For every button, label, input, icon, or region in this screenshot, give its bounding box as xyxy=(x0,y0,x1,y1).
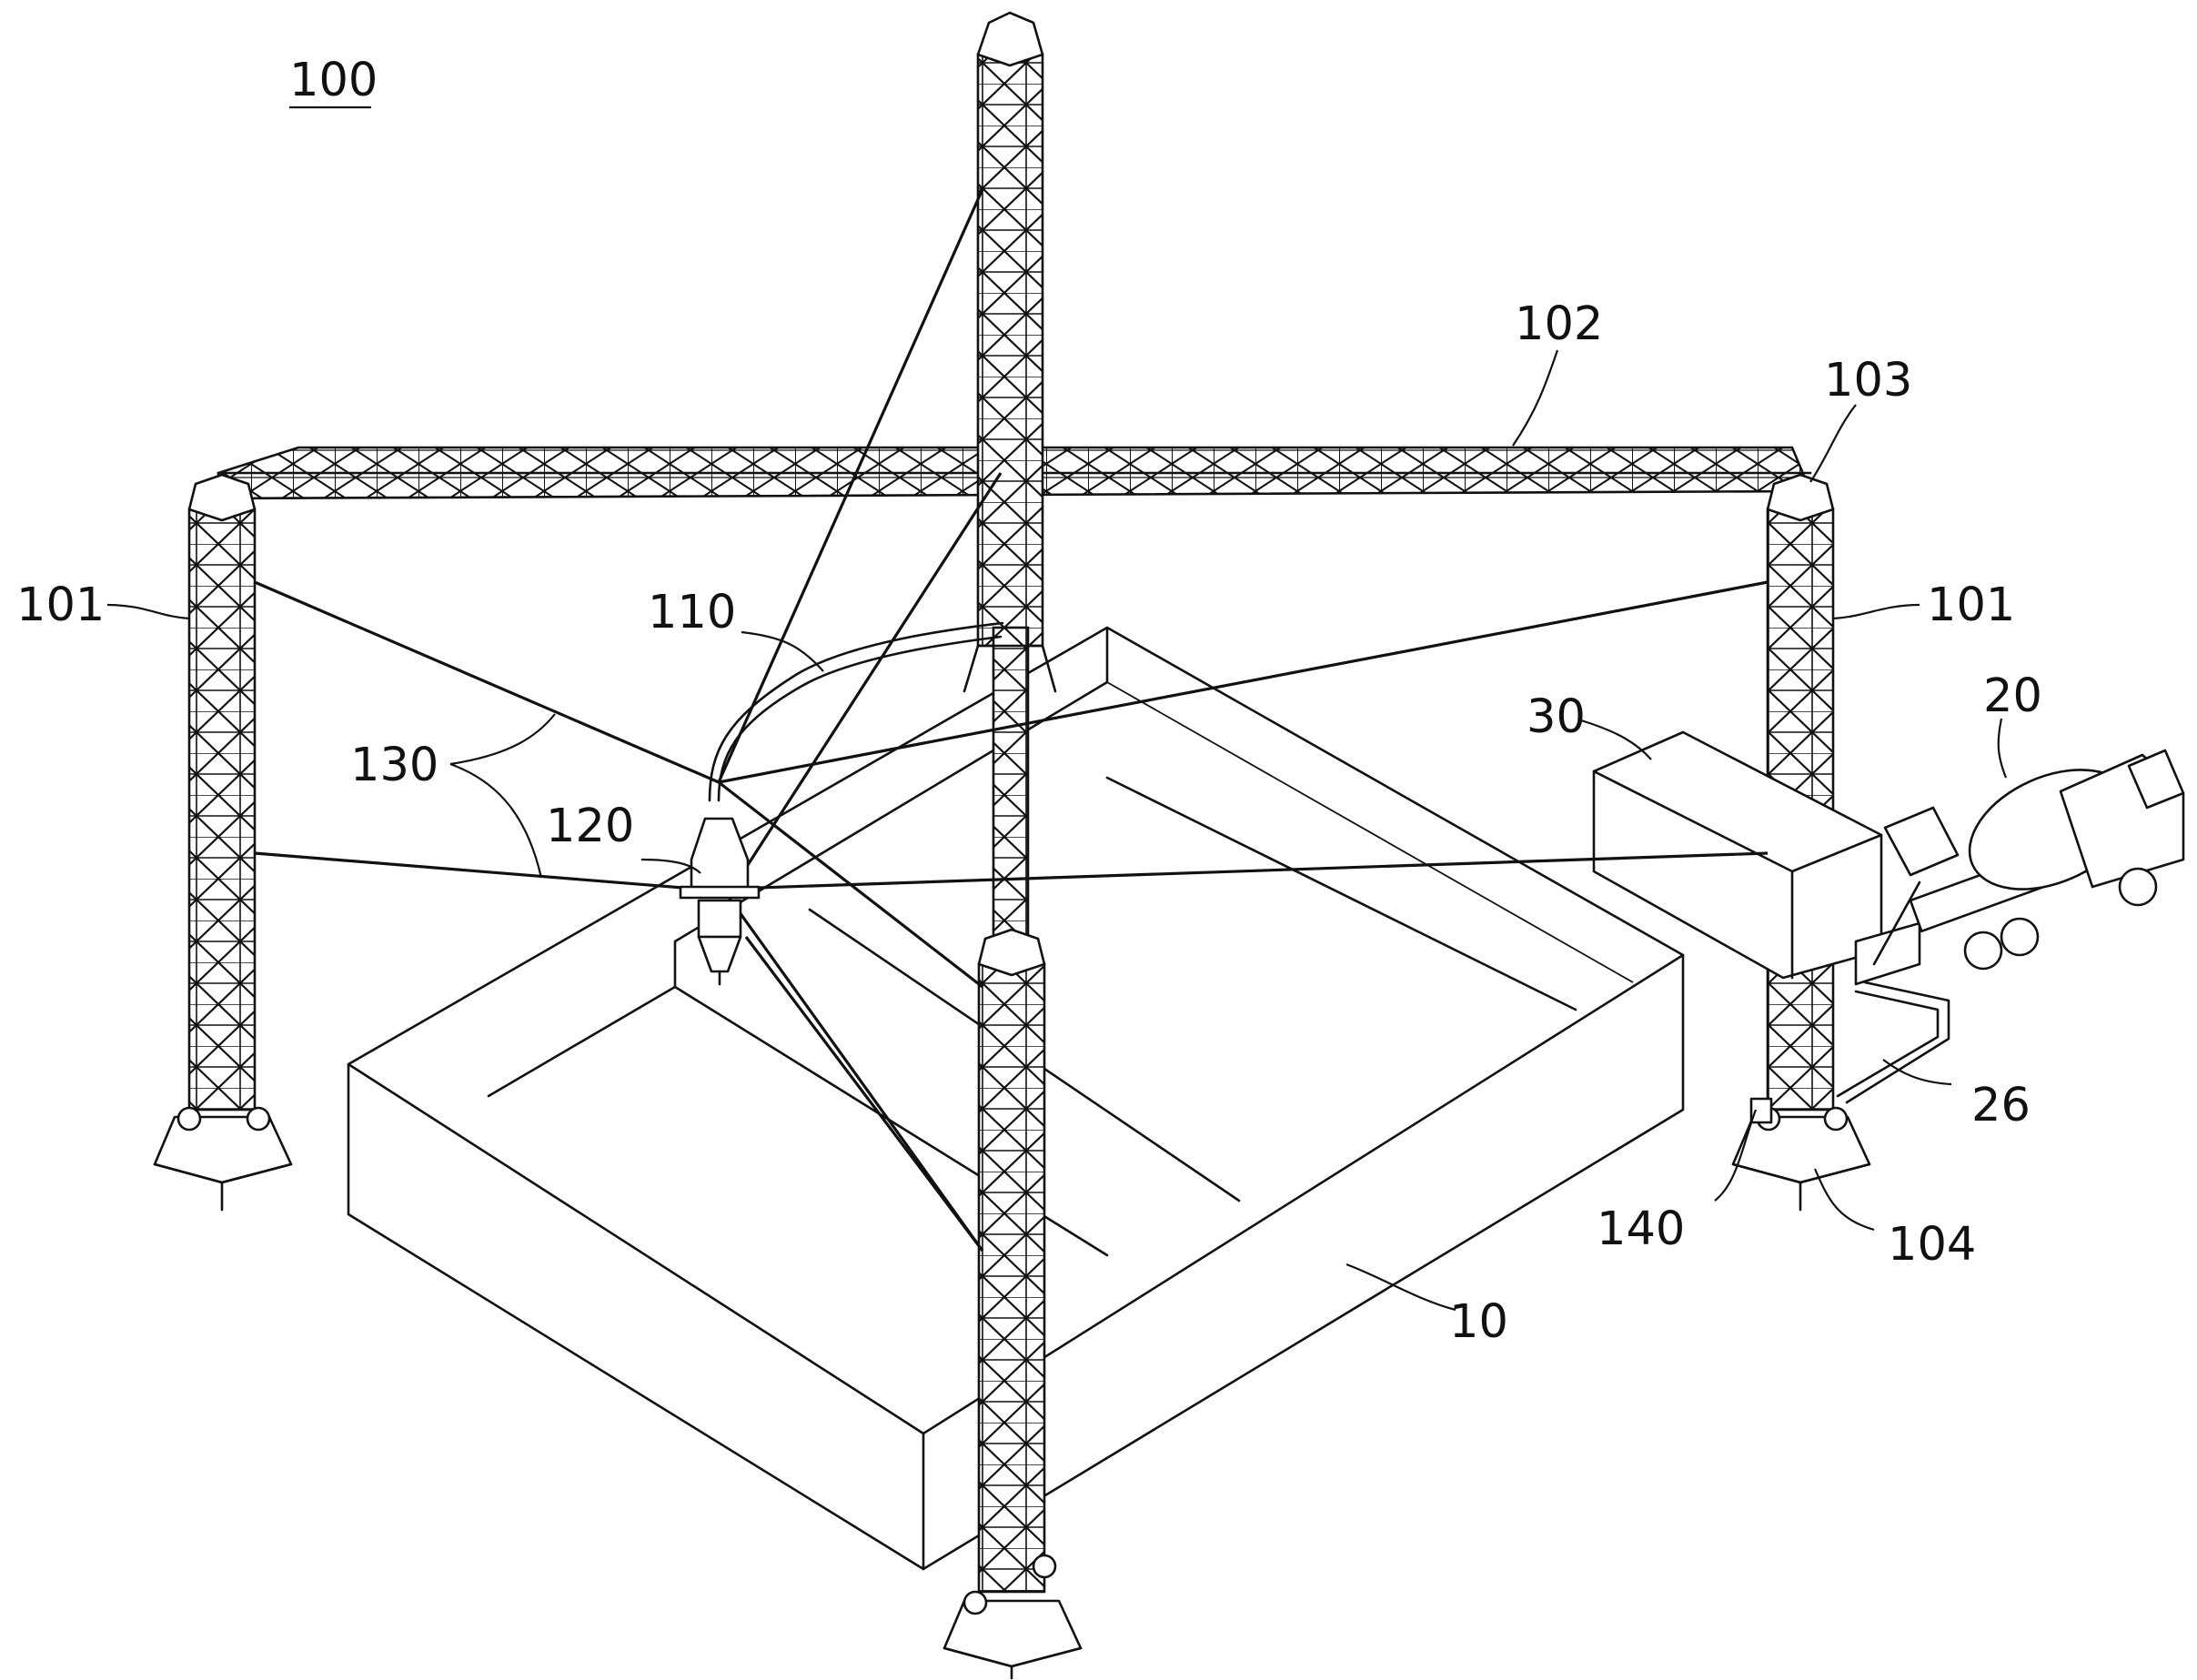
label-102: 102 xyxy=(1515,297,1603,351)
front-tower xyxy=(942,928,1083,1680)
concrete-pipe xyxy=(1836,981,1950,1104)
leader-26 xyxy=(1882,1059,1952,1086)
label-100: 100 xyxy=(289,54,378,107)
label-130: 130 xyxy=(350,739,438,792)
label-140: 140 xyxy=(1597,1202,1685,1256)
print-head xyxy=(679,817,761,986)
leader-101-right xyxy=(1832,603,1920,620)
label-110: 110 xyxy=(648,586,736,639)
leader-130b xyxy=(449,762,543,879)
reference-labels: 100 101 101 102 103 110 130 120 30 20 26… xyxy=(16,54,2042,1349)
leader-10 xyxy=(1345,1263,1456,1312)
mixer-truck xyxy=(1872,749,2185,971)
label-26: 26 xyxy=(1971,1079,2031,1132)
leader-110 xyxy=(741,630,824,672)
tower-left xyxy=(153,473,293,1212)
label-104: 104 xyxy=(1888,1218,1976,1272)
leader-120 xyxy=(640,858,701,874)
label-10: 10 xyxy=(1449,1295,1508,1349)
leader-140 xyxy=(1714,1109,1758,1202)
winch xyxy=(1749,1097,1773,1124)
label-20: 20 xyxy=(1983,669,2042,723)
back-tower xyxy=(962,11,1057,939)
label-103: 103 xyxy=(1824,354,1912,407)
leader-lines xyxy=(106,106,2008,1312)
label-30: 30 xyxy=(1527,690,1586,744)
leader-30 xyxy=(1580,719,1652,760)
leader-104 xyxy=(1813,1168,1875,1232)
label-120: 120 xyxy=(546,800,634,853)
hose xyxy=(708,621,1004,802)
tower-left-base xyxy=(153,1106,293,1212)
leader-101-left xyxy=(106,603,190,620)
label-101-left: 101 xyxy=(16,578,105,632)
leader-102 xyxy=(1512,349,1559,447)
leader-130a xyxy=(449,713,556,766)
leader-103 xyxy=(1809,404,1857,483)
tower-right-base xyxy=(1731,1097,1871,1212)
cables xyxy=(254,188,1769,1252)
label-101-right: 101 xyxy=(1927,578,2015,632)
front-tower-base xyxy=(942,1554,1083,1680)
leader-20 xyxy=(1997,718,2008,779)
